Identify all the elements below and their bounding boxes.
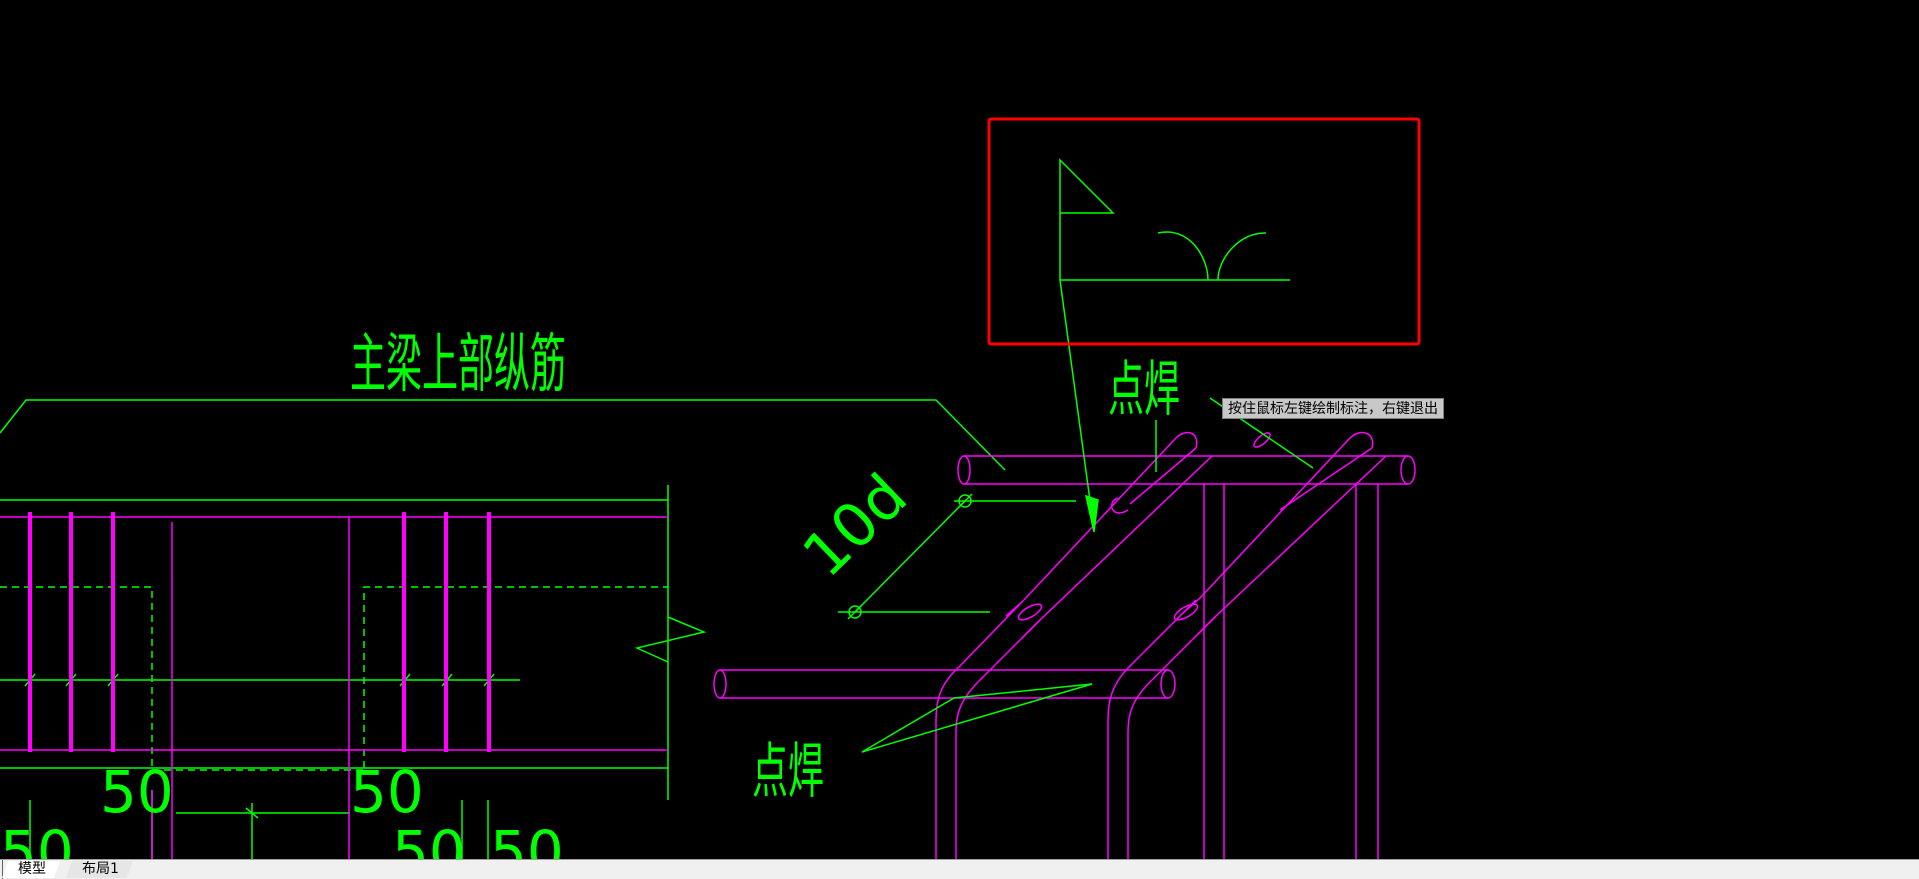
tab-bar-edge xyxy=(2,860,3,879)
label-spot-weld-bottom: 点焊 xyxy=(752,737,824,807)
label-spot-weld-top: 点焊 xyxy=(1108,355,1180,425)
rebar-3d-detail xyxy=(713,431,1416,859)
weld-symbol xyxy=(1059,158,1290,281)
top-rebar-leader xyxy=(0,399,1006,471)
label-dim-50-d: 50 xyxy=(392,818,466,859)
stirrup-dashed-left xyxy=(0,586,153,768)
break-line xyxy=(634,616,707,663)
tab-layout1[interactable]: 布局1 xyxy=(66,861,133,878)
highlight-frame xyxy=(987,117,1421,346)
label-dim-50-a: 50 xyxy=(100,758,174,826)
label-main-beam-top-rebar: 主梁上部纵筋 xyxy=(350,328,566,402)
label-dim-50-e: 50 xyxy=(490,818,564,859)
command-tooltip: 按住鼠标左键绘制标注，右键退出 xyxy=(1222,398,1444,419)
weld-symbol-callout[interactable] xyxy=(987,117,1421,346)
beam-rebars xyxy=(0,512,668,859)
label-dim-50-c: 50 xyxy=(0,818,74,859)
layout-tab-bar: 模型 布局1 xyxy=(0,859,1919,879)
label-10d: 10d xyxy=(790,461,921,591)
tab-model[interactable]: 模型 xyxy=(2,861,60,878)
cad-viewport[interactable]: 主梁上部纵筋 点焊 点焊 10d 50 50 50 50 50 按住鼠标左键绘制… xyxy=(0,0,1919,859)
text-labels: 主梁上部纵筋 点焊 点焊 10d 50 50 50 50 50 xyxy=(0,328,1180,859)
cad-drawing-canvas[interactable]: 主梁上部纵筋 点焊 点焊 10d 50 50 50 50 50 xyxy=(0,0,1919,859)
label-dim-50-b: 50 xyxy=(350,758,424,826)
stirrup-dashed-right xyxy=(363,586,668,768)
